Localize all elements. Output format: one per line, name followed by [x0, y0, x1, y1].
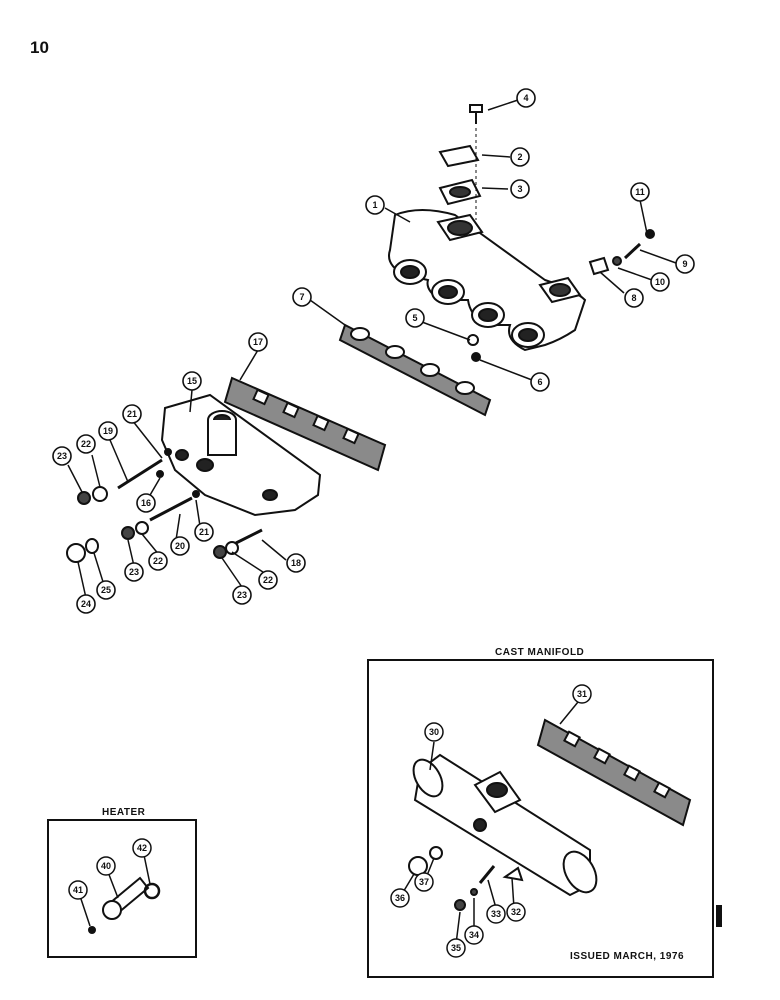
callout-23a: 23: [57, 451, 67, 461]
callout-37: 37: [419, 877, 429, 887]
callout-24: 24: [81, 599, 91, 609]
cast-manifold-box: [367, 659, 714, 978]
callout-6: 6: [537, 377, 542, 387]
cast-manifold-small-parts: [408, 846, 524, 911]
callout-30: 30: [429, 727, 439, 737]
callout-19: 19: [103, 426, 113, 436]
callout-18: 18: [291, 558, 301, 568]
studs-and-nuts-right: [588, 229, 655, 276]
callout-22a: 22: [81, 439, 91, 449]
callout-10: 10: [655, 277, 665, 287]
callout-23b: 23: [129, 567, 139, 577]
callout-21b: 21: [199, 527, 209, 537]
callout-41: 41: [73, 885, 83, 895]
callout-3: 3: [517, 184, 522, 194]
callout-5: 5: [412, 313, 417, 323]
cast-callouts: [390, 684, 592, 958]
callout-1: 1: [372, 200, 377, 210]
manifold-gasket-7: [338, 323, 492, 417]
callout-31: 31: [577, 689, 587, 699]
callout-40: 40: [101, 861, 111, 871]
heater-callouts: [68, 838, 152, 927]
callout-34: 34: [469, 930, 479, 940]
heater-parts: [88, 876, 161, 934]
studs-washers-nuts-left: [66, 448, 263, 563]
callout-35: 35: [451, 943, 461, 953]
callout-36: 36: [395, 893, 405, 903]
callout-42: 42: [137, 843, 147, 853]
cover-gasket: [438, 178, 482, 206]
plugs-5-6: [467, 334, 481, 362]
callout-numbers-main: 4 2 3 1 11 9 10 8 5 6 7 17 15 21 19 22 2…: [57, 93, 688, 609]
callout-circles-main: [52, 88, 695, 614]
callout-32: 32: [511, 907, 521, 917]
callout-25: 25: [101, 585, 111, 595]
callout-23c: 23: [237, 590, 247, 600]
cast-manifold-body: [412, 753, 598, 897]
callout-4: 4: [523, 93, 528, 103]
callout-22c: 22: [263, 575, 273, 585]
callout-15: 15: [187, 376, 197, 386]
callout-7: 7: [299, 292, 304, 302]
heater-callout-numbers: 40 42 41: [73, 843, 147, 895]
callout-22b: 22: [153, 556, 163, 566]
callout-2: 2: [517, 152, 522, 162]
callout-21a: 21: [127, 409, 137, 419]
page-number: 10: [30, 38, 49, 57]
callout-8: 8: [631, 293, 636, 303]
heater-title: HEATER: [102, 807, 146, 818]
heater-box: [47, 819, 197, 958]
issued-date-note: ISSUED MARCH, 1976: [570, 951, 685, 962]
callout-16: 16: [141, 498, 151, 508]
callout-17: 17: [253, 337, 263, 347]
callout-20: 20: [175, 541, 185, 551]
cast-manifold-gasket: [536, 718, 692, 827]
exhaust-manifold: [388, 209, 587, 352]
bolt-4: [469, 104, 483, 124]
cast-callout-numbers: 30 31 36 37 33 32 34 35: [395, 689, 587, 953]
cast-manifold-title: CAST MANIFOLD: [495, 647, 585, 658]
edge-mark: [716, 905, 722, 927]
callout-33: 33: [491, 909, 501, 919]
callout-9: 9: [682, 259, 687, 269]
manifold-gasket-17: [223, 376, 387, 472]
cover-plate: [438, 144, 480, 168]
callout-11: 11: [635, 187, 645, 197]
